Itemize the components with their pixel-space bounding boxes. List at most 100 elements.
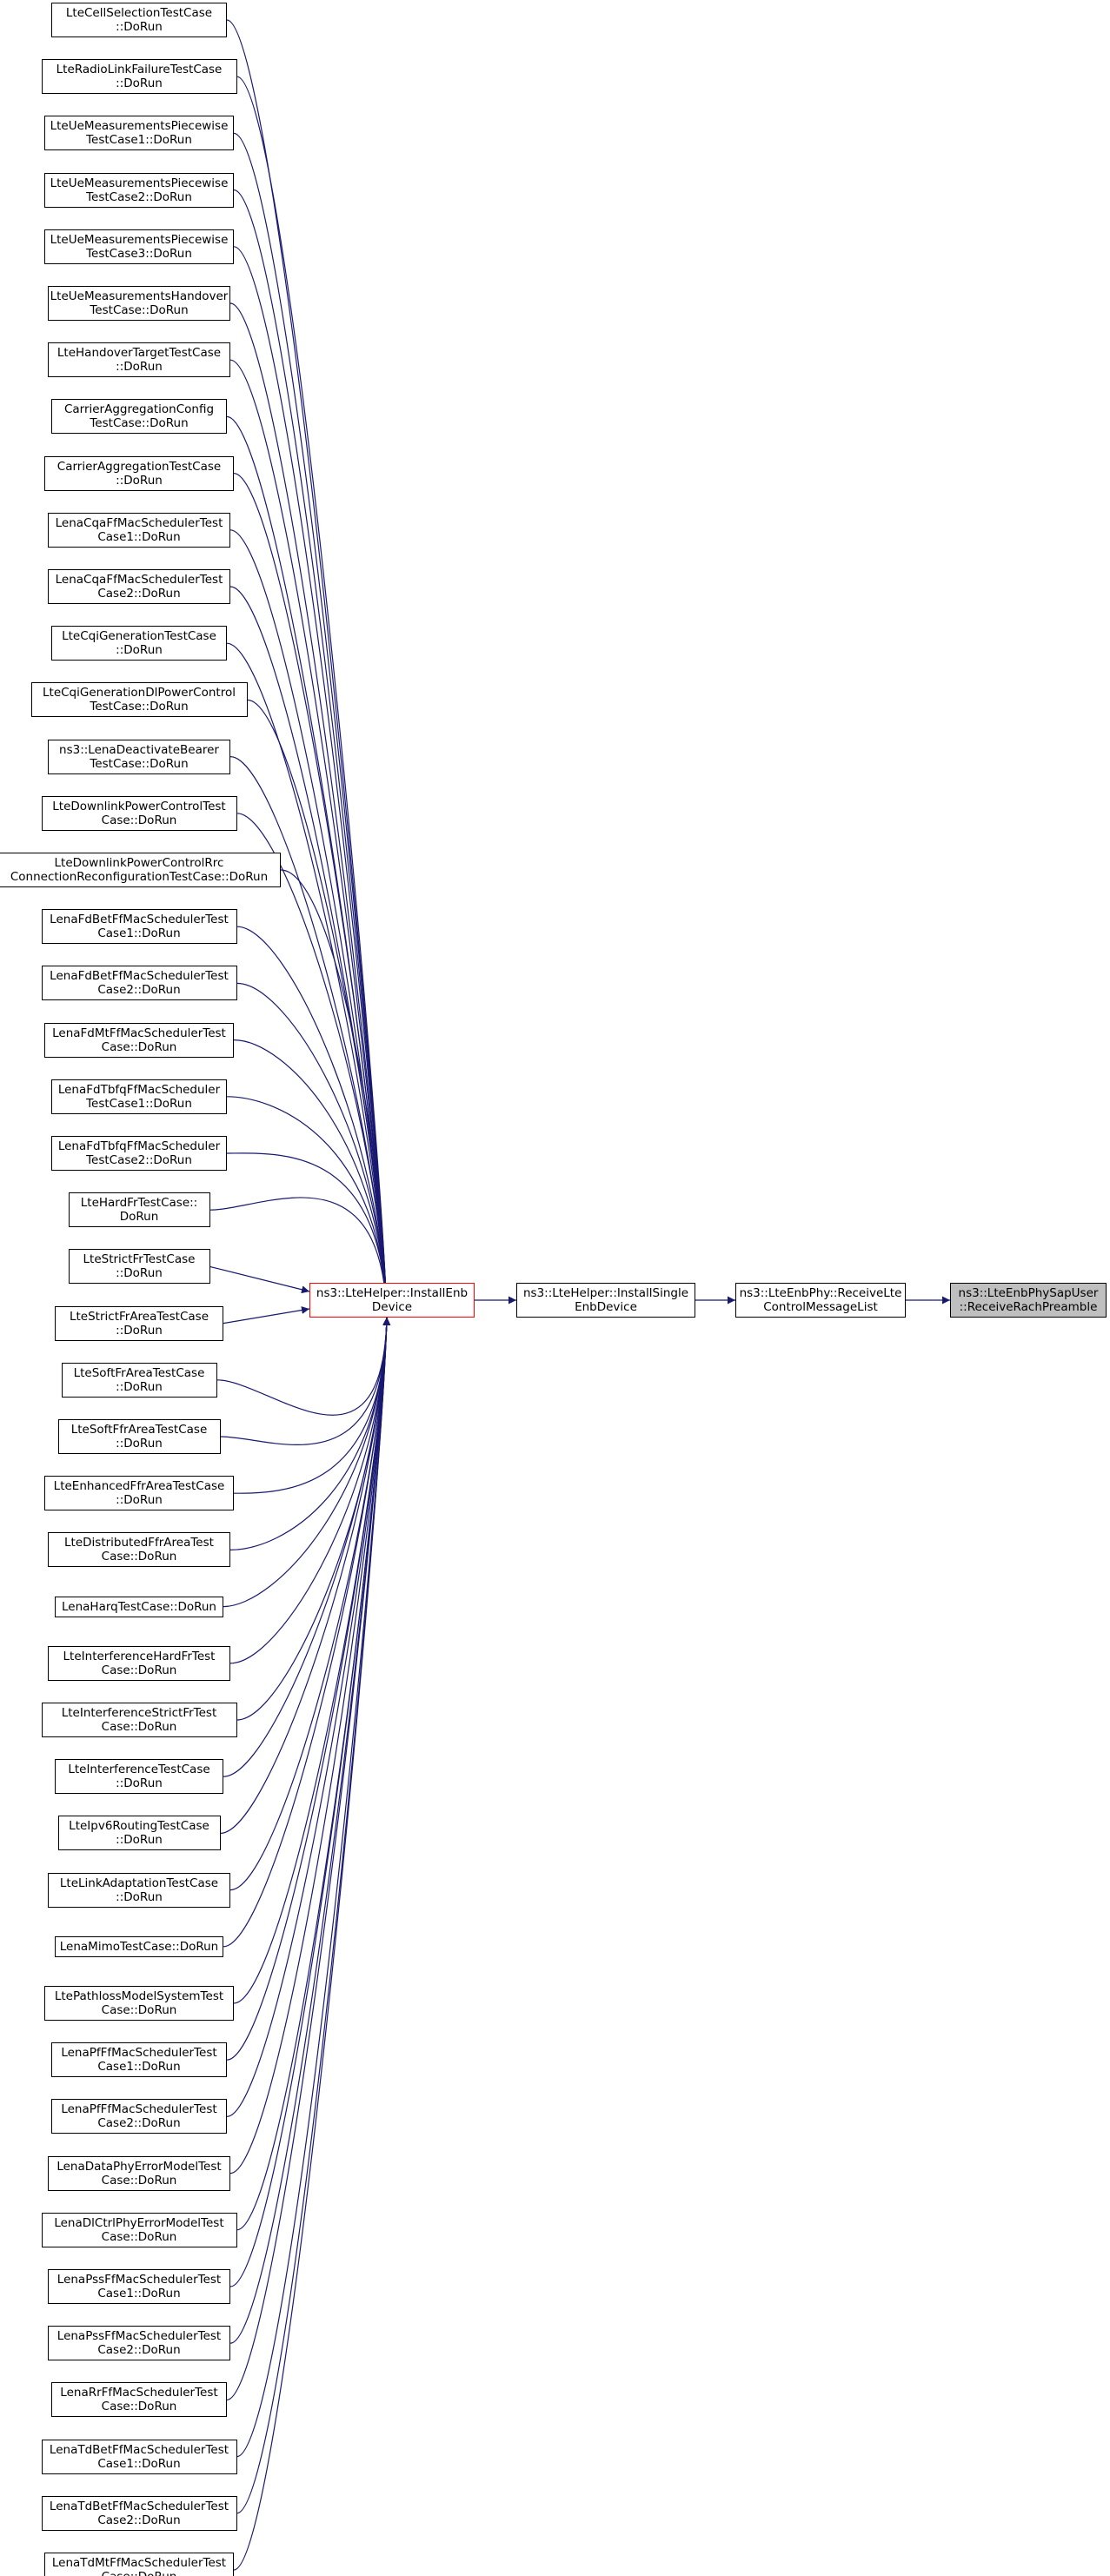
node-label-line: Case::DoRun <box>102 2570 177 2576</box>
node-label-line: LteHandoverTargetTestCase <box>56 346 222 361</box>
node-label-line: Case2::DoRun <box>97 2343 181 2358</box>
caller-edge <box>223 1317 391 1608</box>
caller-edge <box>229 756 391 1318</box>
caller-edge <box>236 813 391 1318</box>
node-label-line: LteLinkAdaptationTestCase <box>59 1876 219 1890</box>
caller-node[interactable]: LteIpv6RoutingTestCase::DoRun <box>57 1816 221 1851</box>
node-label-line: EnbDevice <box>575 1300 637 1314</box>
caller-edge <box>233 1317 391 2571</box>
node-label-line: ::DoRun <box>116 20 163 34</box>
node-label-line: Case2::DoRun <box>97 2116 181 2131</box>
node-label-line: ::DoRun <box>116 1493 163 1508</box>
node-label-line: ns3::LteHelper::InstallEnb <box>316 1286 469 1300</box>
caller-node[interactable]: LteHardFrTestCase::DoRun <box>68 1192 210 1228</box>
node-label-line: LteRadioLinkFailureTestCase <box>56 63 223 77</box>
node-label-line: LteSoftFfrAreaTestCase <box>70 1423 208 1437</box>
node-label-line: Case1::DoRun <box>97 2456 181 2471</box>
node-label-line: LteEnhancedFfrAreaTestCase <box>53 1479 225 1494</box>
caller-node[interactable]: CarrierAggregationTestCase::DoRun <box>44 455 234 491</box>
node-label-line: Case::DoRun <box>101 2173 177 2188</box>
caller-node[interactable]: LenaMimoTestCase::DoRun <box>55 1935 223 1957</box>
node-label-line: LenaPfFfMacSchedulerTest <box>61 2046 217 2061</box>
caller-node[interactable]: LteCqiGenerationTestCase::DoRun <box>51 626 227 661</box>
node-label-line: TestCase2::DoRun <box>86 1153 192 1167</box>
caller-edge <box>229 359 391 1318</box>
node-label-line: Case2::DoRun <box>97 587 181 601</box>
caller-node[interactable]: LenaHarqTestCase::DoRun <box>55 1596 223 1617</box>
node-label-line: LenaFdTbfqFfMacScheduler <box>57 1082 221 1097</box>
node-label-line: LenaFdBetFfMacSchedulerTest <box>50 913 229 927</box>
caller-edge <box>236 1317 391 2458</box>
node-label-line: Case1::DoRun <box>97 926 181 941</box>
caller-node[interactable]: LteStrictFrAreaTestCase::DoRun <box>55 1305 223 1341</box>
node-label-line: TestCase::DoRun <box>90 416 189 431</box>
caller-node[interactable]: LteSoftFrAreaTestCase::DoRun <box>61 1362 217 1398</box>
caller-edge <box>229 1317 391 1664</box>
node-label-line: Case::DoRun <box>101 1550 177 1564</box>
node-label-line: ::ReceiveRachPreamble <box>959 1300 1098 1314</box>
caller-node[interactable]: LteLinkAdaptationTestCase::DoRun <box>48 1872 230 1908</box>
caller-node[interactable]: LteSoftFfrAreaTestCase::DoRun <box>57 1419 221 1454</box>
node-label-line: Case::DoRun <box>101 2229 177 2244</box>
node-label-line: LenaPfFfMacSchedulerTest <box>61 2102 217 2117</box>
caller-node[interactable]: LteCellSelectionTestCase::DoRun <box>51 3 227 37</box>
caller-node[interactable]: LteInterferenceTestCase::DoRun <box>55 1759 223 1795</box>
caller-node[interactable]: LteEnhancedFfrAreaTestCase::DoRun <box>44 1476 234 1511</box>
node-label-line: Case::DoRun <box>101 2003 177 2017</box>
caller-node[interactable]: LteHandoverTargetTestCase::DoRun <box>48 342 230 378</box>
caller-edge <box>236 76 391 1318</box>
node-label-line: ::DoRun <box>116 1379 163 1394</box>
node-label-line: LteUeMeasurementsHandover <box>50 289 229 303</box>
node-label-line: LenaTdBetFfMacSchedulerTest <box>49 2442 229 2457</box>
node-label-line: DoRun <box>119 1210 159 1225</box>
caller-node[interactable]: LteRadioLinkFailureTestCase::DoRun <box>41 59 237 95</box>
caller-node[interactable]: LteStrictFrTestCase::DoRun <box>68 1249 210 1285</box>
node-label-line: LenaDataPhyErrorModelTest <box>56 2159 222 2174</box>
caller-edge <box>220 1317 391 1446</box>
caller-edge <box>247 699 391 1318</box>
caller-node[interactable]: LenaTdMtFfMacSchedulerTestCase::DoRun <box>44 2553 234 2576</box>
node-label-line: ns3::LteEnbPhySapUser <box>958 1286 1099 1300</box>
node-label-line: Case1::DoRun <box>97 2060 181 2075</box>
node-label-line: TestCase3::DoRun <box>86 246 192 261</box>
node-label-line: ::DoRun <box>116 360 163 375</box>
node-label-line: Case::DoRun <box>101 1039 177 1054</box>
node-label-line: LenaFdTbfqFfMacScheduler <box>57 1139 221 1153</box>
node-label-line: ControlMessageList <box>763 1300 878 1314</box>
node-label-line: ::DoRun <box>116 643 163 658</box>
caller-edge <box>226 1317 391 2061</box>
